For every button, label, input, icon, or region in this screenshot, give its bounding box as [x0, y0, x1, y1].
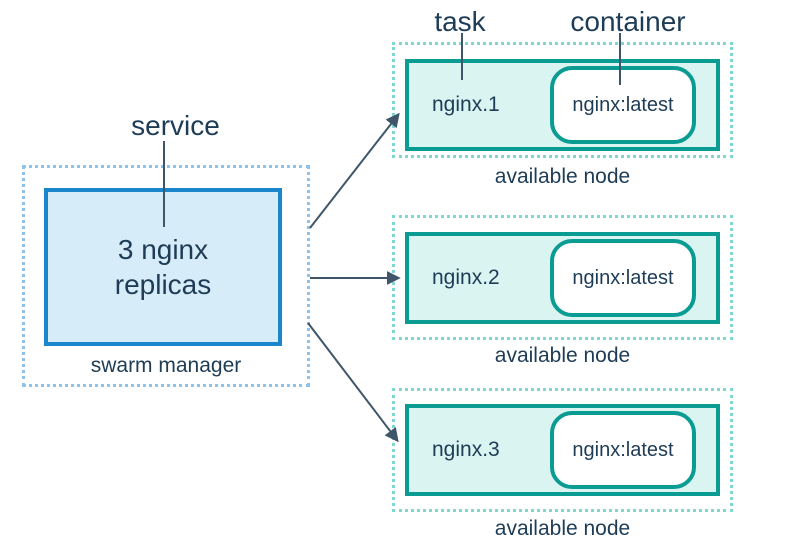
swarm-manager-box: 3 nginx replicas swarm manager [22, 165, 310, 387]
arrow-to-node-1 [309, 112, 400, 229]
available-node-1-caption: available node [494, 165, 631, 188]
swarm-manager-caption: swarm manager [90, 354, 242, 377]
available-node-3: nginx.3 nginx:latest [392, 388, 733, 512]
task-1-label: nginx.1 [432, 93, 500, 116]
task-3-label: nginx.3 [432, 438, 500, 461]
arrow-to-node-3 [307, 322, 399, 443]
task-2-label: nginx.2 [432, 266, 500, 289]
container-1-label: nginx:latest [572, 93, 674, 116]
service-box: 3 nginx replicas [44, 188, 282, 346]
container-2-label: nginx:latest [572, 266, 674, 289]
container-box-3: nginx:latest [550, 411, 696, 489]
task-box-2: nginx.2 nginx:latest [405, 232, 720, 324]
container-3-label: nginx:latest [572, 438, 674, 461]
container-label-annotation: container [570, 6, 686, 37]
service-label: service [131, 110, 220, 141]
available-node-3-caption: available node [494, 517, 631, 540]
container-box-1: nginx:latest [550, 66, 696, 144]
task-box-3: nginx.3 nginx:latest [405, 404, 720, 496]
task-box-1: nginx.1 nginx:latest [405, 59, 720, 151]
task-label-annotation: task [434, 6, 486, 37]
available-node-2: nginx.2 nginx:latest [392, 215, 733, 340]
container-box-2: nginx:latest [550, 239, 696, 317]
available-node-2-caption: available node [494, 344, 631, 367]
available-node-1: nginx.1 nginx:latest [392, 42, 733, 158]
service-box-label: 3 nginx replicas [114, 234, 212, 300]
